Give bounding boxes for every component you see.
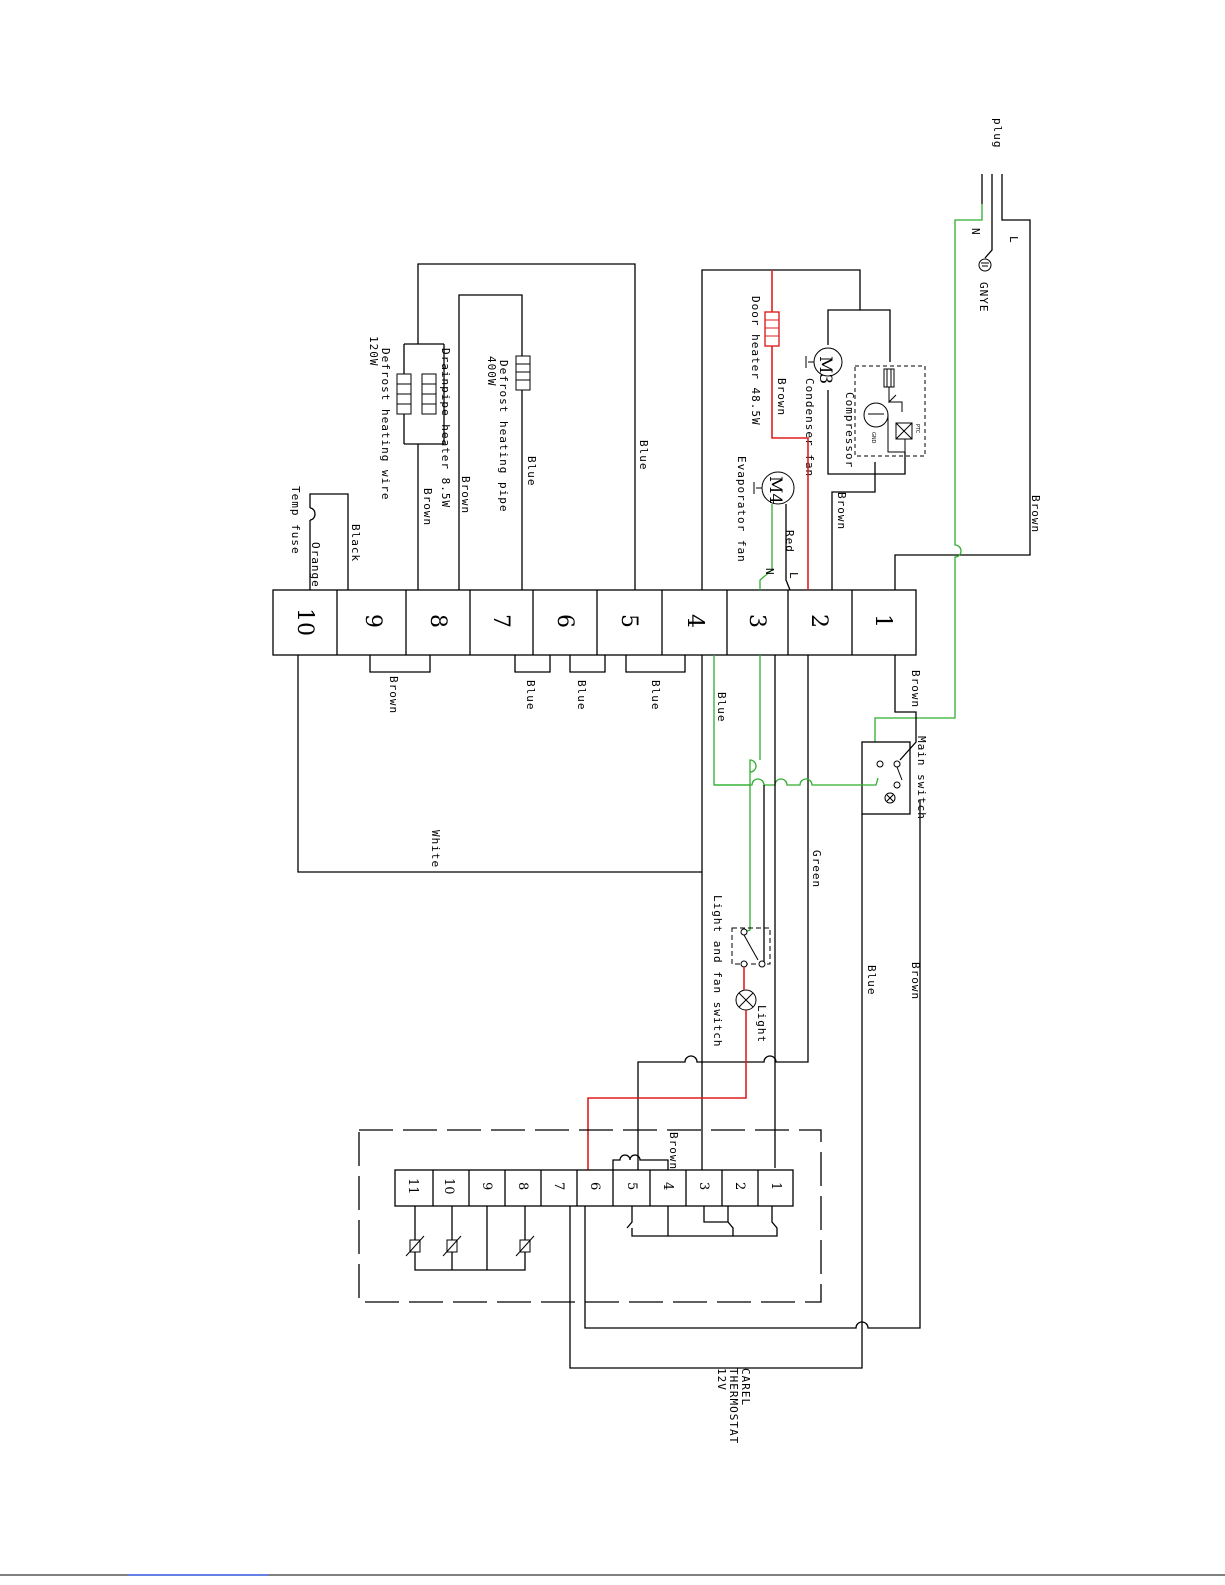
label-brown-door: Brown: [775, 378, 788, 416]
label-n-evap: N: [763, 568, 776, 576]
light-and-fan-switch: Light and fan switch: [711, 895, 771, 1047]
plug-n-label: N: [969, 228, 982, 236]
light-label: Light: [755, 1005, 768, 1043]
thermo-terminal-5: 5: [624, 1182, 639, 1190]
terminal-4: 4: [682, 614, 707, 628]
ground-icon: [978, 258, 992, 272]
m4-label: M4: [765, 476, 785, 504]
label-blue-4: Blue: [715, 692, 728, 723]
gnd-label: GND: [870, 432, 876, 444]
svg-text:12V: 12V: [715, 1368, 728, 1391]
defrost-wire-label: Defrost heating wire: [379, 348, 392, 500]
label-orange-10: Orange: [309, 542, 322, 588]
label-l-evap: L: [787, 572, 800, 580]
condenser-fan-label: Condenser fan: [803, 378, 816, 477]
thermo-terminal-7: 7: [551, 1182, 566, 1190]
label-black-9: Black: [349, 524, 362, 562]
terminal-3: 3: [744, 614, 769, 628]
thermo-terminal-6: 6: [587, 1182, 602, 1190]
door-heater: Door heater 48.5W Brown: [749, 296, 788, 426]
label-brown-7: Brown: [459, 476, 472, 514]
plug: plug N L GNYE: [969, 118, 1020, 313]
label-brown-1: Brown: [909, 670, 922, 708]
condenser-fan-motor: M3 Condenser fan: [803, 347, 843, 477]
thermo-terminal-3: 3: [696, 1182, 711, 1190]
label-brown-plug: Brown: [1029, 495, 1042, 533]
plug-gnye-label: GNYE: [977, 282, 990, 313]
thermostat-label: CAREL THERMOSTAT 12V: [715, 1368, 752, 1444]
thermo-terminal-2: 2: [732, 1182, 747, 1190]
terminal-block: 1 2 3 4 5 6 7 8 9 10: [272, 589, 917, 656]
terminal-8: 8: [425, 614, 450, 628]
probe-icons: [405, 1206, 535, 1271]
m3-label: M3: [815, 356, 835, 384]
plug-l-label: L: [1007, 236, 1020, 244]
terminal-10: 10: [292, 608, 317, 636]
temp-fuse-label: Temp fuse: [289, 486, 302, 555]
label-blue-jumper-3: Blue: [649, 680, 662, 711]
label-blue-jumper-2: Blue: [575, 680, 588, 711]
terminal-2: 2: [806, 614, 831, 628]
thermo-terminal-9: 9: [479, 1182, 494, 1190]
thermo-terminal-11: 11: [405, 1178, 420, 1195]
thermo-terminal-1: 1: [768, 1182, 783, 1190]
label-white: White: [429, 830, 442, 868]
thermostat-terminal-block: 1 2 3 4 5 6 7 8 9 10 11: [394, 1169, 794, 1207]
compressor: GND PTC Compressor: [843, 365, 926, 468]
ptc-label: PTC: [914, 424, 920, 434]
door-heater-label: Door heater 48.5W: [749, 296, 762, 426]
label-red-evap: Red: [783, 530, 796, 553]
defrost-heating-pipe: Defrost heating pipe 400W: [485, 355, 531, 512]
light-bulb-icon: Light: [735, 989, 768, 1043]
label-green: Green: [810, 850, 823, 888]
label-brown-jumper: Brown: [387, 676, 400, 714]
terminal-5: 5: [616, 614, 641, 628]
temp-fuse-icon: [309, 507, 316, 521]
heater-pair: Drainpipe heater 8.5W Defrost heating wi…: [367, 336, 452, 590]
label-brown-compressor: Brown: [835, 492, 848, 530]
plug-label: plug: [991, 118, 1004, 149]
label-brown-thermostat-2: Brown: [909, 962, 922, 1000]
thermo-terminal-8: 8: [515, 1182, 530, 1190]
label-blue-jumper-1: Blue: [524, 680, 537, 711]
defrost-pipe-label: Defrost heating pipe: [497, 360, 510, 512]
label-brown-8: Brown: [421, 488, 434, 526]
drainpipe-heater-label: Drainpipe heater 8.5W: [439, 348, 452, 508]
thermo-terminal-4: 4: [660, 1182, 675, 1190]
label-blue-5: Blue: [637, 440, 650, 471]
defrost-wire-power: 120W: [367, 336, 380, 367]
compressor-label: Compressor: [843, 392, 856, 468]
light-fan-switch-label: Light and fan switch: [711, 895, 724, 1047]
main-switch: Main switch: [861, 736, 928, 820]
main-switch-label: Main switch: [915, 736, 928, 820]
evaporator-fan-motor: M4 Evaporator fan: [735, 456, 795, 563]
terminal-7: 7: [488, 614, 513, 628]
defrost-pipe-power: 400W: [485, 356, 498, 387]
evaporator-fan-label: Evaporator fan: [735, 456, 748, 563]
svg-text:THERMOSTAT: THERMOSTAT: [727, 1368, 740, 1444]
label-blue-6: Blue: [525, 456, 538, 487]
svg-text:CAREL: CAREL: [739, 1368, 752, 1406]
label-brown-thermostat: Brown: [667, 1132, 680, 1170]
terminal-9: 9: [360, 614, 385, 628]
thermo-terminal-10: 10: [441, 1178, 456, 1195]
thermostat-enclosure: [358, 1129, 822, 1303]
terminal-1: 1: [870, 614, 895, 628]
label-blue-thermostat: Blue: [865, 965, 878, 996]
terminal-6: 6: [552, 614, 577, 628]
